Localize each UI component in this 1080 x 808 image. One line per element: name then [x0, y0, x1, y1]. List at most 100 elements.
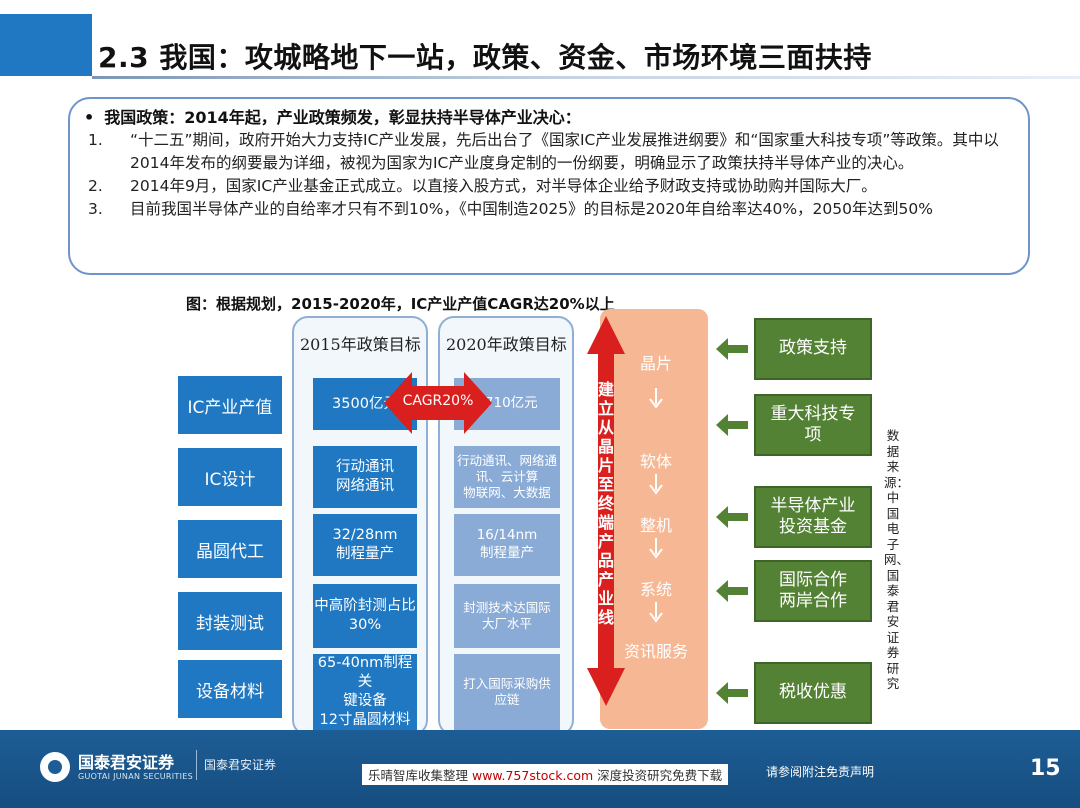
- target-2020-line: 8710亿元: [476, 395, 538, 412]
- target-2020-line: 16/14nm: [476, 527, 538, 544]
- target-2015-cell: 行动通讯网络通讯: [313, 446, 417, 508]
- row-label: IC产业产值: [178, 376, 282, 434]
- support-label: 政策支持: [779, 338, 847, 359]
- target-2015-line: 行动通讯: [336, 459, 394, 476]
- support-label-line: 税收优惠: [779, 682, 847, 703]
- target-2015-line: 12寸晶圆材料: [319, 711, 411, 728]
- target-2015-line: 网络通讯: [336, 478, 394, 494]
- support-box: 半导体产业投资基金: [754, 486, 872, 548]
- target-2015-line: 65-40nm制程关: [317, 655, 413, 691]
- support-box: 国际合作两岸合作: [754, 560, 872, 622]
- left-arrow-icon: [716, 506, 748, 528]
- support-label-line: 投资基金: [779, 517, 847, 537]
- logo-wordmark: 国泰君安证券 GUOTAI JUNAN SECURITIES: [78, 752, 193, 781]
- policy-item: 2. 2014年9月，国家IC产业基金正式成立。以直接入股方式，对半导体企业给予财…: [84, 175, 1010, 198]
- data-source-note: 数据来源：中国电子网、国泰君安证券研究: [884, 428, 910, 691]
- chain-double-arrow-icon: [587, 316, 625, 706]
- target-2015-line: 中高阶封测占比: [314, 598, 416, 615]
- target-2020-line: 打入国际采购供: [463, 675, 551, 691]
- down-arrow-icon: [649, 602, 663, 623]
- footer-disclaimer: 请参阅附注免责声明: [766, 765, 875, 779]
- chain-step: 系统: [639, 580, 672, 599]
- target-2020-line: 应链: [494, 692, 520, 707]
- target-2020-cell: 封测技术达国际大厂水平: [454, 584, 560, 648]
- policy-item-text: 2014年9月，国家IC产业基金正式成立。以直接入股方式，对半导体企业给予财政支…: [130, 177, 877, 195]
- row-label: 设备材料: [178, 660, 282, 718]
- target-2015-line: 3500亿元: [332, 395, 398, 412]
- target-2020-line: 制程量产: [480, 545, 534, 561]
- support-label: 国际合作两岸合作: [779, 570, 847, 613]
- policy-heading-row: • 我国政策：2014年起，产业政策频发，彰显扶持半导体产业决心：: [84, 107, 1010, 129]
- down-arrow-icon: [649, 388, 663, 409]
- bullet-icon: •: [84, 108, 95, 127]
- policy-item-number: 2.: [88, 177, 103, 195]
- watermark-url: www.757stock.com: [471, 768, 594, 783]
- support-label: 税收优惠: [779, 682, 847, 703]
- page-number: 15: [1030, 756, 1061, 781]
- target-2015-cell: 65-40nm制程关键设备 12寸晶圆材料: [313, 654, 417, 730]
- support-label-line: 项: [804, 425, 822, 445]
- target-2020-line: 讯、云计算: [475, 468, 539, 484]
- policy-item: 3. 目前我国半导体产业的自给率才只有不到10%，《中国制造2025》的目标是20…: [84, 198, 1010, 221]
- chain-vertical-label: 建立从晶片至终端产品产业线: [597, 380, 614, 627]
- col-2020-title: 2020年政策目标: [446, 335, 567, 354]
- title-underline: [92, 76, 1080, 79]
- chain-step: 资讯服务: [623, 642, 688, 661]
- policy-item-text: “十二五”期间，政府开始大力支持IC产业发展，先后出台了《国家IC产业发展推进纲…: [130, 131, 999, 172]
- down-arrow-icon: [649, 538, 663, 559]
- support-label: 重大科技专项: [771, 404, 856, 447]
- cagr-double-arrow: [384, 372, 492, 434]
- row-label: 封装测试: [178, 592, 282, 650]
- support-label-line: 国际合作: [779, 569, 847, 590]
- figure-caption: 图：根据规划，2015-2020年，IC产业产值CAGR达20%以上: [186, 295, 615, 313]
- target-2020-line: 行动通讯、网络通: [456, 452, 557, 468]
- left-arrow-icon: [716, 682, 748, 704]
- target-2015-line: 键设备: [343, 693, 387, 709]
- support-label-line: 政策支持: [779, 338, 847, 359]
- chain-step: 整机: [639, 516, 672, 535]
- industry-chain-panel: [600, 309, 708, 729]
- support-box: 税收优惠: [754, 662, 872, 724]
- chain-step: 软体: [639, 452, 672, 471]
- policy-item-text: 目前我国半导体产业的自给率才只有不到10%，《中国制造2025》的目标是2020…: [130, 200, 933, 218]
- watermark-text-b: 深度投资研究免费下载: [593, 768, 723, 783]
- policy-item-number: 1.: [88, 131, 103, 149]
- cagr-label: CAGR20%: [402, 393, 474, 409]
- support-label-line: 两岸合作: [779, 591, 847, 611]
- left-arrow-icon: [716, 414, 748, 436]
- footer-brand-secondary: 国泰君安证券: [204, 758, 277, 772]
- support-box: 政策支持: [754, 318, 872, 380]
- left-arrow-icon: [716, 580, 748, 602]
- policy-summary-box: • 我国政策：2014年起，产业政策频发，彰显扶持半导体产业决心： 1. “十二五…: [68, 97, 1030, 275]
- support-label-line: 重大科技专: [770, 403, 856, 424]
- logo-english: GUOTAI JUNAN SECURITIES: [78, 771, 193, 781]
- target-2020-line: 大厂水平: [481, 616, 532, 631]
- page-title: 2.3 我国：攻城略地下一站，政策、资金、市场环境三面扶持: [98, 41, 872, 74]
- policy-item-number: 3.: [88, 200, 103, 218]
- chain-step: 晶片: [639, 354, 672, 373]
- left-arrow-icon: [716, 338, 748, 360]
- target-2020-line: 物联网、大数据: [463, 485, 551, 501]
- col-2015-title: 2015年政策目标: [300, 335, 421, 354]
- footer-logo: 国泰君安证券 GUOTAI JUNAN SECURITIES: [40, 752, 193, 782]
- watermark-text-a: 乐晴智库收集整理: [368, 768, 472, 783]
- target-2015-line: 32/28nm: [332, 527, 398, 544]
- title-accent-block: [0, 14, 92, 76]
- logo-name: 国泰君安证券: [78, 752, 175, 772]
- target-2020-cell: 打入国际采购供应链: [454, 654, 560, 730]
- footer-watermark: 乐晴智库收集整理 www.757stock.com 深度投资研究免费下载: [362, 764, 729, 785]
- target-2020-cell: 行动通讯、网络通讯、云计算物联网、大数据: [454, 446, 560, 508]
- support-label-line: 半导体产业: [770, 495, 856, 516]
- policy-item: 1. “十二五”期间，政府开始大力支持IC产业发展，先后出台了《国家IC产业发展推…: [84, 129, 1010, 175]
- footer-divider: [196, 750, 197, 780]
- support-box: 重大科技专项: [754, 394, 872, 456]
- support-label: 半导体产业投资基金: [771, 496, 856, 539]
- down-arrow-icon: [649, 474, 663, 495]
- policy-heading: 我国政策：2014年起，产业政策频发，彰显扶持半导体产业决心：: [104, 108, 581, 127]
- policy-list: 1. “十二五”期间，政府开始大力支持IC产业发展，先后出台了《国家IC产业发展推…: [84, 129, 1010, 221]
- row-label: IC设计: [178, 448, 282, 506]
- row-label: 晶圆代工: [178, 520, 282, 578]
